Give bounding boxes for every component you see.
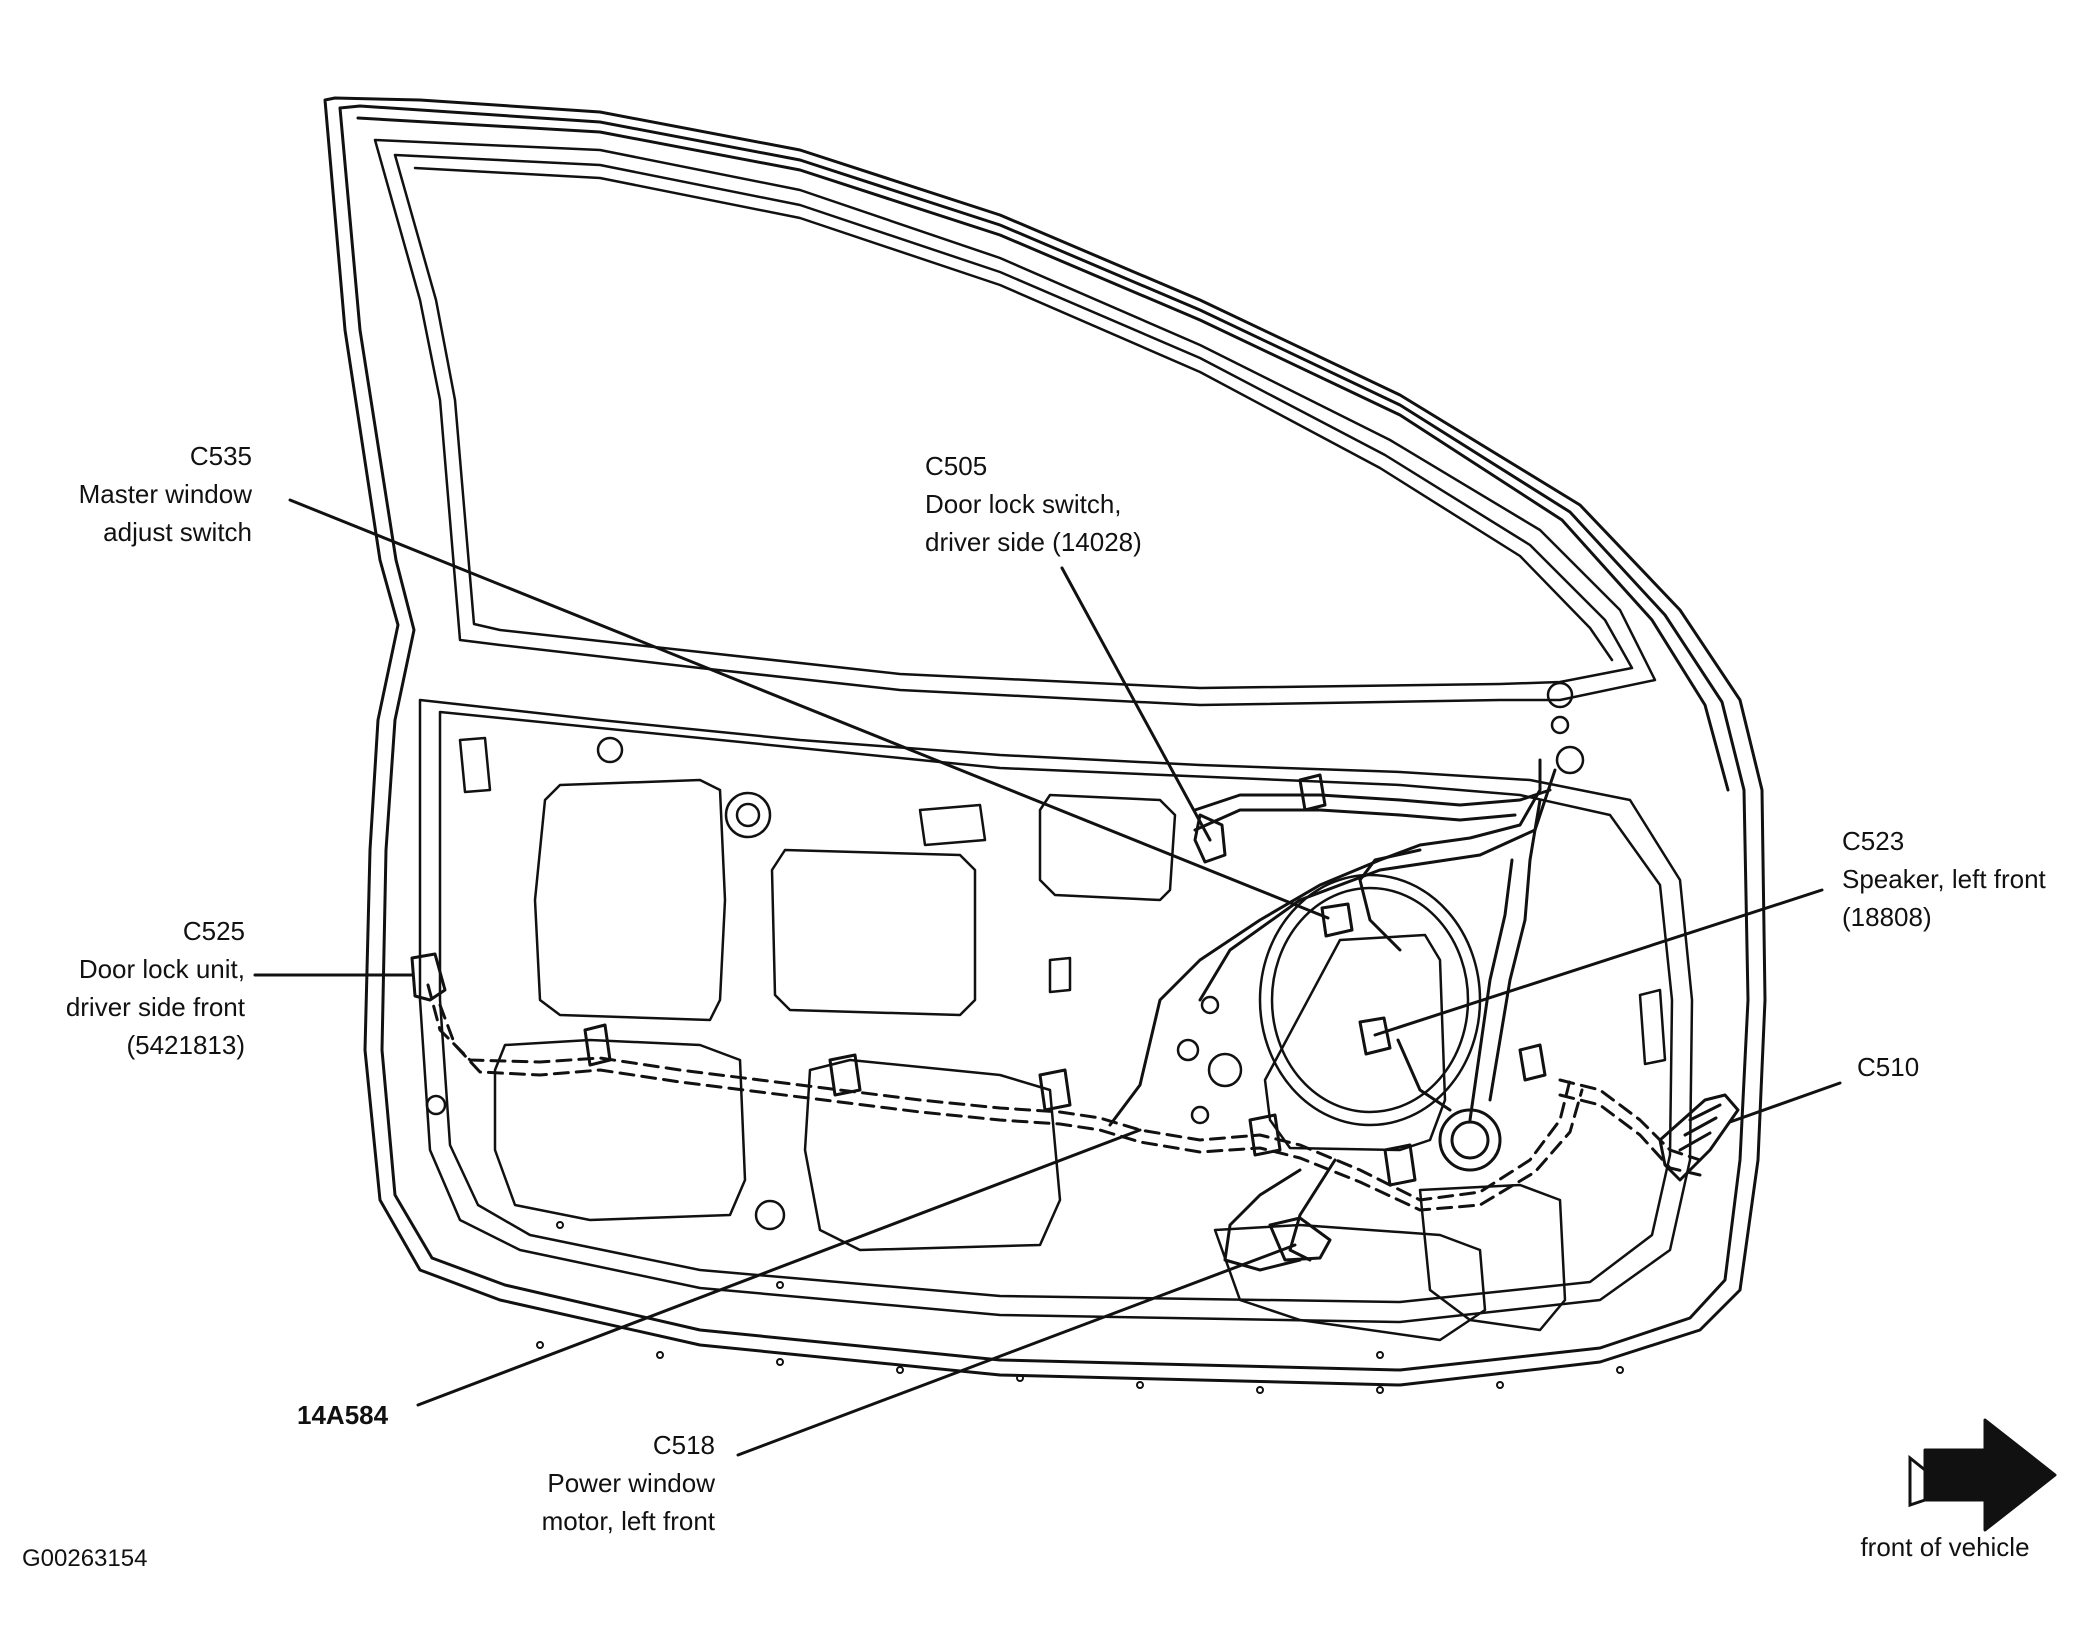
window-opening <box>373 138 1657 707</box>
callout-c505-line2: driver side (14028) <box>925 527 1142 557</box>
callout-c535: C535 Master window adjust switch <box>40 437 252 551</box>
panel-cutouts <box>425 681 1667 1342</box>
right-arrow-icon <box>1923 1418 2057 1532</box>
callout-c523-line1: Speaker, left front <box>1842 864 2046 894</box>
door-outer-frame <box>323 96 1767 1387</box>
leader-c535 <box>288 498 1330 920</box>
connectors <box>410 813 1740 1262</box>
callout-c505-id: C505 <box>925 451 988 481</box>
leader-14a584 <box>416 1128 1142 1407</box>
connector-c518 <box>1268 1216 1332 1262</box>
callout-14a584-id: 14A584 <box>297 1400 389 1430</box>
callout-c525-id: C525 <box>182 916 245 946</box>
callout-c525-line3: (5421813) <box>126 1030 245 1060</box>
connector-c523 <box>1358 1016 1392 1056</box>
callout-c518: C518 Power window motor, left front <box>500 1426 715 1540</box>
callout-c518-id: C518 <box>652 1430 715 1460</box>
callout-c510: C510 <box>1857 1048 1977 1086</box>
callout-c518-line2: motor, left front <box>541 1506 715 1536</box>
leader-c505 <box>1060 566 1212 842</box>
inner-panel <box>418 698 1694 1324</box>
connector-c505 <box>1193 813 1227 864</box>
callout-c505: C505 Door lock switch, driver side (1402… <box>925 447 1185 561</box>
callout-c525: C525 Door lock unit, driver side front (… <box>20 912 245 1064</box>
connector-c510 <box>1658 1093 1740 1182</box>
callout-c523-line2: (18808) <box>1842 902 1932 932</box>
callout-c523: C523 Speaker, left front (18808) <box>1842 822 2072 936</box>
connector-c535 <box>1320 902 1354 938</box>
figure-id: G00263154 <box>22 1540 222 1578</box>
callout-c535-line2: adjust switch <box>103 517 252 547</box>
figure-id-text: G00263154 <box>22 1545 148 1572</box>
wiring-harness <box>426 758 1702 1272</box>
connector-c525 <box>410 952 447 1002</box>
callout-c510-id: C510 <box>1857 1052 1920 1082</box>
callout-c523-id: C523 <box>1842 826 1905 856</box>
leader-c510 <box>1728 1081 1842 1124</box>
callout-14a584: 14A584 <box>297 1396 437 1434</box>
callout-c535-id: C535 <box>189 441 252 471</box>
callout-c505-line1: Door lock switch, <box>925 489 1122 519</box>
callout-c525-line1: Door lock unit, <box>78 954 245 984</box>
leader-c523 <box>1373 888 1824 1037</box>
harness-clips <box>583 773 1547 1187</box>
front-of-vehicle-label: front of vehicle <box>1830 1528 2060 1566</box>
rivet-holes <box>536 1221 1624 1394</box>
callout-c525-line2: driver side front <box>65 992 245 1022</box>
leader-c518 <box>736 1243 1297 1457</box>
callout-c518-line1: Power window <box>547 1468 715 1498</box>
leader-lines <box>253 498 1842 1457</box>
front-of-vehicle-text: front of vehicle <box>1860 1532 2030 1562</box>
callout-c535-line1: Master window <box>78 479 252 509</box>
